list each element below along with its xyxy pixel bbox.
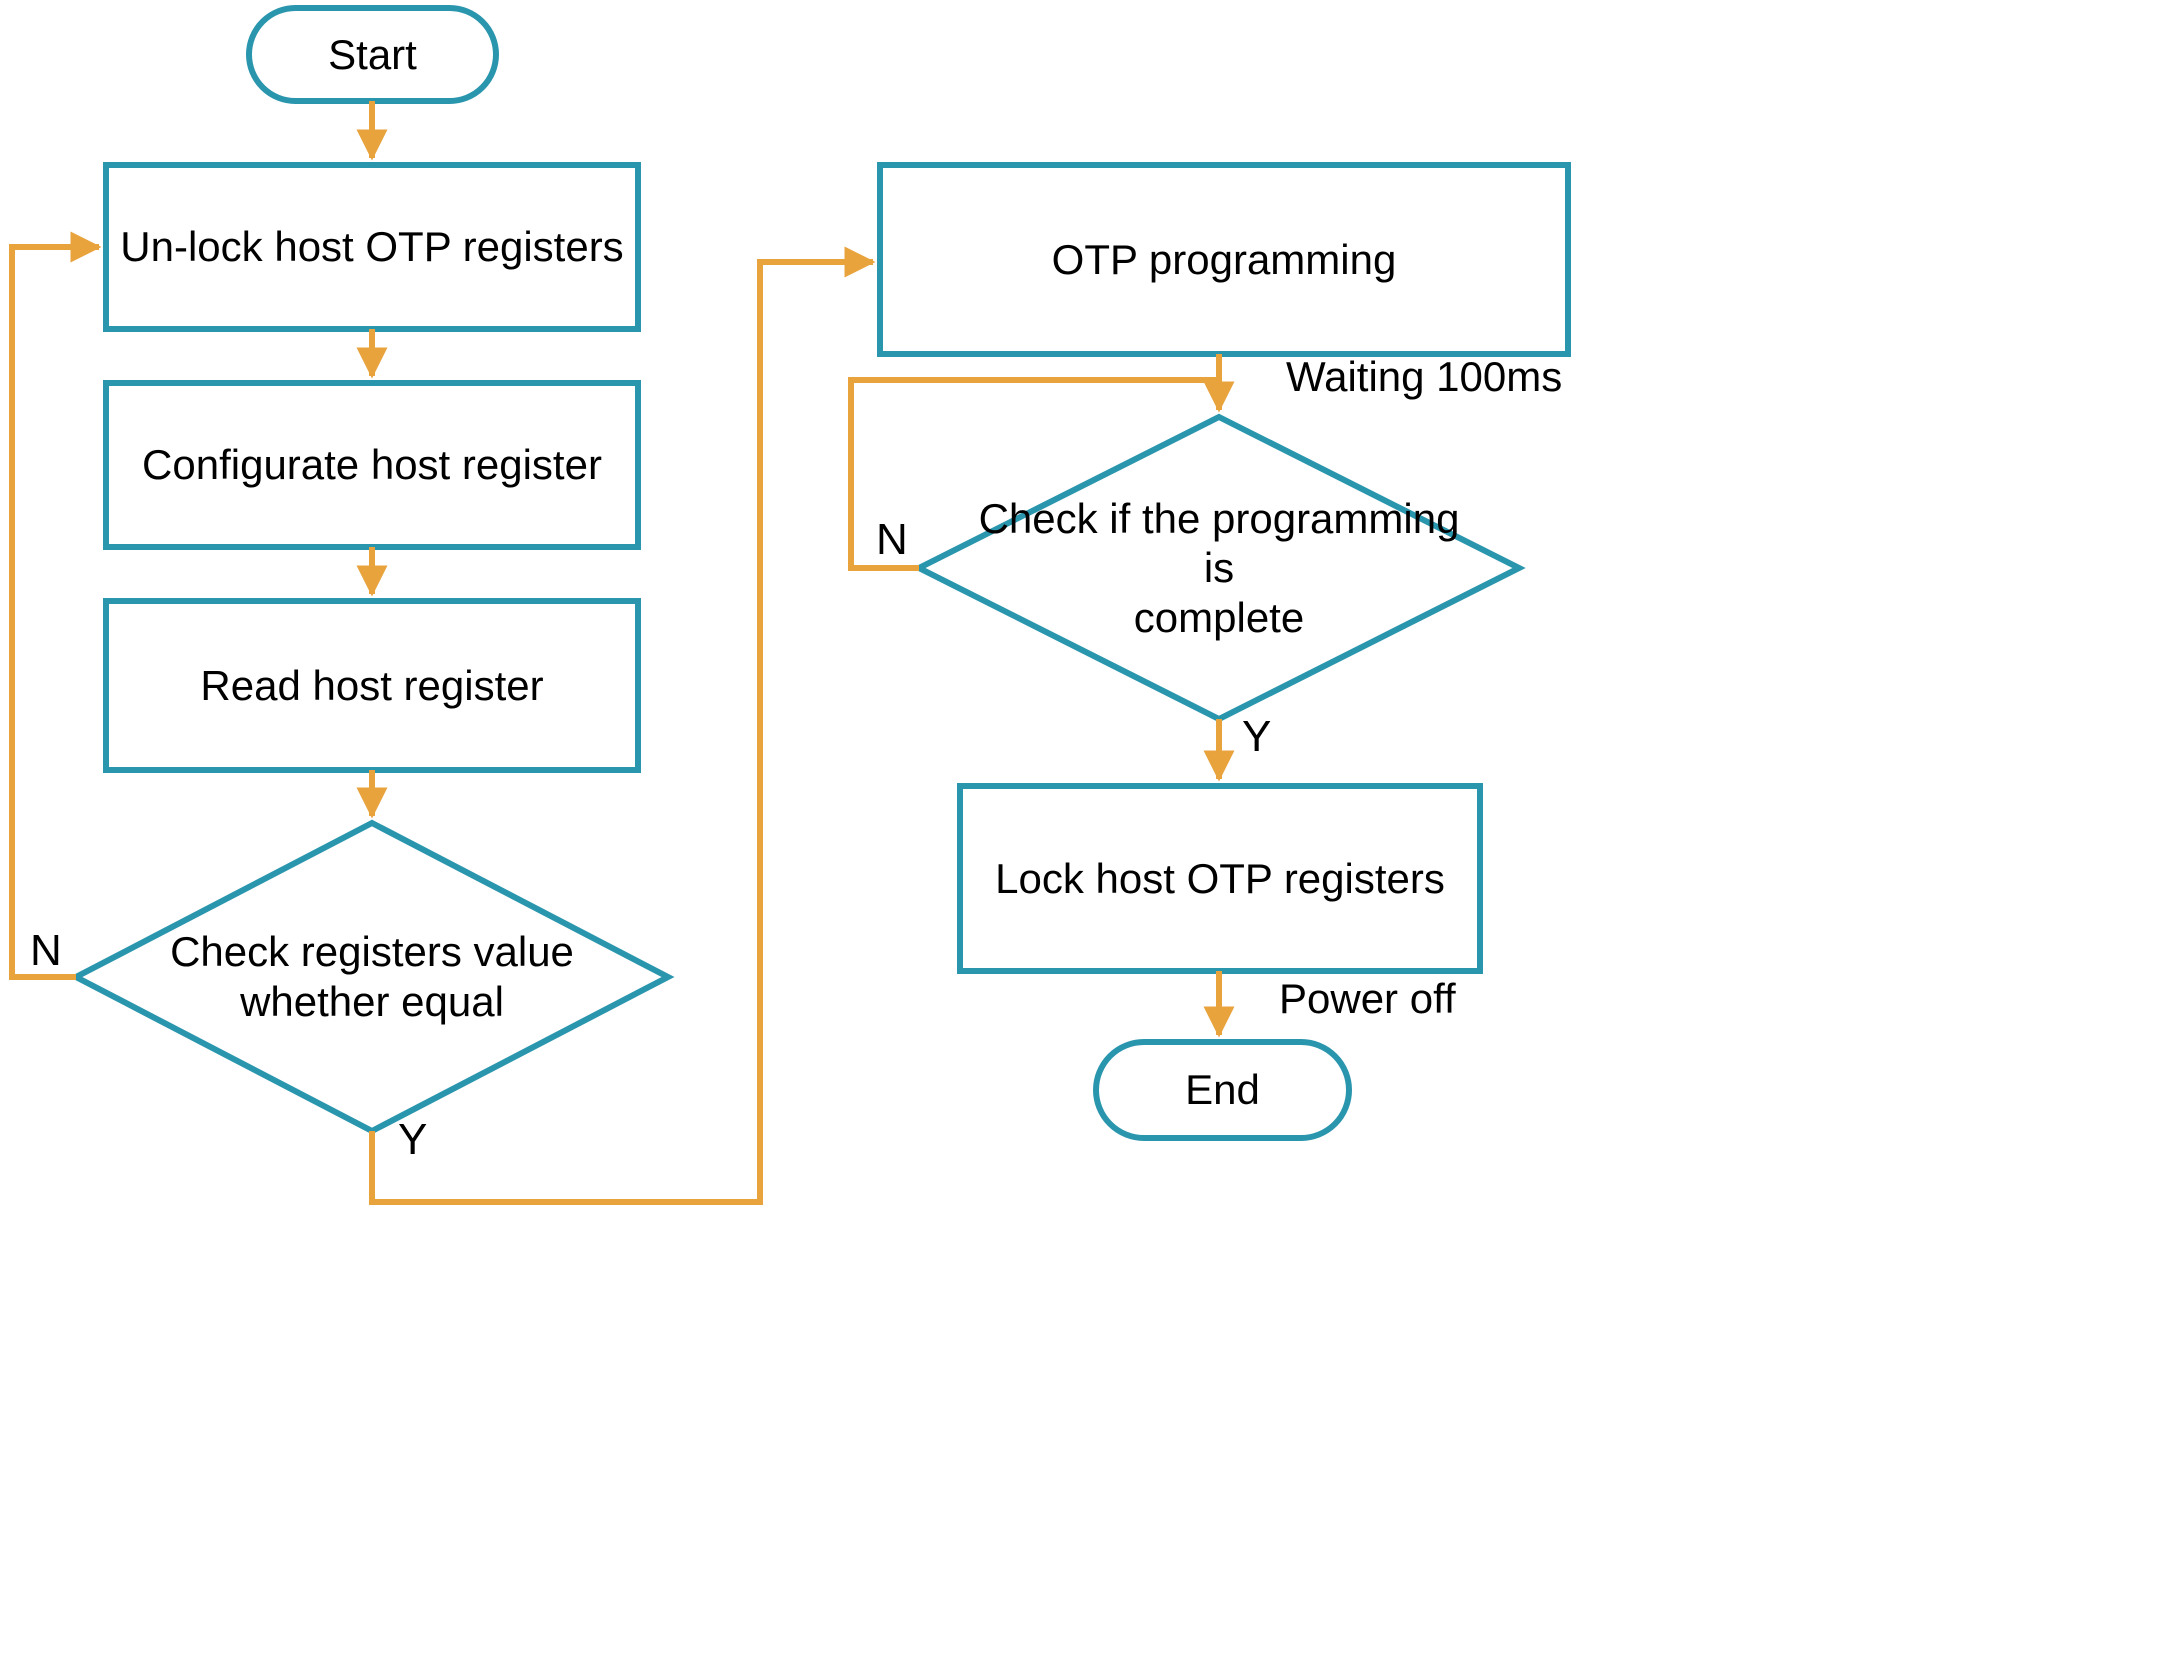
edge-label-waiting-100ms: Waiting 100ms	[1286, 353, 1563, 400]
shape-end	[1093, 1039, 1352, 1141]
shape-read	[103, 598, 641, 773]
branch-label-check-equal-no: N	[30, 926, 62, 975]
branch-label-check-complete-no: N	[876, 515, 908, 564]
shape-start	[246, 5, 499, 104]
shape-lock	[957, 783, 1483, 974]
edge-check-equal-no-loop	[9, 231, 102, 980]
shape-check-equal	[69, 819, 675, 1135]
edge-check-complete-no-loop	[848, 377, 1219, 571]
shape-otp-programming	[877, 162, 1571, 357]
shape-unlock	[103, 162, 641, 332]
edge-check-equal-yes	[369, 246, 876, 1205]
shape-check-complete	[912, 413, 1526, 723]
branch-label-check-equal-yes: Y	[398, 1115, 428, 1164]
shape-configurate	[103, 380, 641, 550]
branch-label-check-complete-yes: Y	[1242, 712, 1272, 761]
edge-label-power-off: Power off	[1279, 975, 1456, 1022]
